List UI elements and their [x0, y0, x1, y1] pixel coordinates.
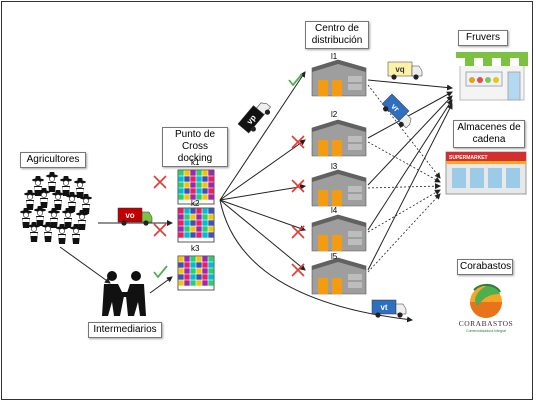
intermediaries-label: Intermediarios: [88, 322, 162, 338]
fruver-shop-icon: [456, 52, 528, 101]
farmer-figure: [20, 208, 32, 228]
farmers-icon: [20, 172, 92, 244]
svg-text:vt: vt: [380, 303, 387, 312]
farmer-figure: [56, 224, 68, 244]
farmer-figure: [24, 190, 36, 210]
farmer-figure: [76, 210, 88, 230]
svg-text:vr: vr: [389, 102, 401, 114]
farmer-figure: [66, 192, 78, 212]
check-icon: [288, 73, 303, 87]
cross-dock-box: [177, 169, 215, 205]
corabastos-logo: [470, 284, 502, 318]
farmer-figure: [74, 178, 86, 198]
cross-dock-label-k1: k1: [191, 158, 200, 167]
corabastos-logo-tagline: Comercializadora Integral: [466, 329, 506, 333]
farmer-figure: [60, 176, 72, 196]
cross-dock-label-k3: k3: [191, 244, 200, 253]
truck-vt-icon: vt: [371, 299, 407, 318]
check-icon: [153, 265, 168, 279]
farmers-label: Agricultores: [20, 152, 86, 168]
flow-arrows: [59, 71, 453, 323]
distribution-center-label: Centro de distribución: [305, 21, 369, 49]
farmer-figure: [70, 224, 82, 244]
cross-docking-label: Punto de Cross docking: [162, 127, 228, 167]
supermarket-sign: SUPERMARKET: [449, 155, 488, 161]
farmer-figure: [28, 222, 40, 242]
status-marks: [153, 73, 305, 279]
corabastos-logo-text: CORABASTOS: [459, 319, 513, 328]
warehouse-label-l4: l4: [331, 206, 338, 215]
cross-icon: [291, 179, 305, 193]
warehouse-icon: [311, 257, 367, 295]
supermarket-icon: [445, 151, 527, 195]
cross-icon: [291, 225, 305, 239]
warehouse-label-l5: l5: [331, 252, 338, 261]
cross-icon: [291, 135, 305, 149]
warehouse-group: [311, 59, 367, 295]
farmer-figure: [42, 222, 54, 242]
cross-dock-group: [177, 169, 215, 291]
corabastos-label: Corabastos: [457, 259, 513, 275]
warehouse-label-l3: l3: [331, 162, 338, 171]
farmer-figure: [34, 206, 46, 226]
warehouse-icon: [311, 59, 367, 97]
truck-vr-icon: vr: [381, 93, 412, 129]
warehouse-icon: [311, 119, 367, 157]
chain-stores-label: Almacenes de cadena: [453, 120, 525, 148]
warehouse-label-l2: l2: [331, 110, 338, 119]
cross-icon: [153, 175, 167, 189]
cross-dock-box: [177, 207, 215, 243]
farmer-figure: [52, 190, 64, 210]
cross-dock-box: [177, 255, 215, 291]
warehouse-icon: [311, 214, 367, 252]
cross-icon: [153, 223, 167, 237]
farmer-figure: [46, 172, 58, 192]
handshake-icon: [102, 271, 146, 316]
svg-text:vo: vo: [125, 211, 134, 220]
farmer-figure: [32, 176, 44, 196]
svg-text:vq: vq: [395, 65, 404, 74]
cross-icon: [291, 263, 305, 277]
cross-dock-label-k2: k2: [191, 199, 200, 208]
fruvers-label: Fruvers: [458, 30, 508, 46]
truck-vp-icon: vp: [237, 102, 271, 134]
farmer-figure: [38, 188, 50, 208]
dashed-flow-arrows: [367, 84, 441, 273]
truck-vo-icon: vo: [117, 207, 153, 226]
warehouse-label-l1: l1: [331, 52, 338, 61]
warehouse-icon: [311, 169, 367, 207]
truck-vq-icon: vq: [387, 61, 423, 80]
farmer-figure: [62, 208, 74, 228]
truck-group: vo vq vr vp vt: [117, 61, 423, 318]
